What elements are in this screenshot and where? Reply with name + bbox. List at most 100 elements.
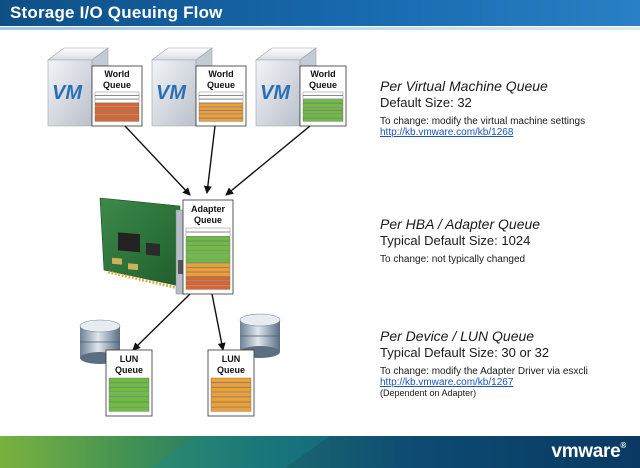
- lun-queue-2: LUN Queue: [207, 349, 255, 417]
- queue-slot: [198, 91, 244, 96]
- queue-slot: [94, 114, 140, 118]
- queue-slot: [302, 118, 344, 122]
- queue-slot: [302, 103, 344, 107]
- queue-slot: [198, 95, 244, 100]
- queue-slot: [108, 406, 150, 412]
- adapter-queue: Adapter Queue: [182, 199, 234, 295]
- vm-label: VM: [52, 82, 83, 104]
- flow-arrow: [211, 293, 226, 351]
- queue-slot: [198, 103, 244, 107]
- queue-slot: [185, 241, 231, 246]
- lun-queue-note: (Dependent on Adapter): [380, 388, 477, 398]
- hba-queue-size: Typical Default Size: 1024: [380, 233, 531, 248]
- queue-slot: [185, 249, 231, 255]
- queue-slot: [108, 397, 150, 402]
- queue-slot: [185, 245, 231, 250]
- flow-arrow: [124, 125, 191, 196]
- lun-queue-label: LUN: [222, 354, 241, 364]
- hba-queue-heading: Per HBA / Adapter Queue: [380, 216, 541, 232]
- hba-queue-change: To change: not typically changed: [380, 254, 526, 265]
- vmware-logo: vmware®: [551, 441, 626, 462]
- queue-slot: [185, 236, 231, 241]
- lun-queue-label: Queue: [217, 365, 245, 375]
- world-queue-label: Queue: [207, 80, 235, 90]
- flow-arrow: [132, 293, 191, 351]
- queue-slot: [185, 267, 231, 272]
- world-queue-label: Queue: [309, 80, 337, 90]
- vm-queue-info: Per Virtual Machine Queue Default Size: …: [380, 78, 585, 138]
- disk-stack-2-icon: [239, 313, 281, 358]
- queue-slot: [94, 103, 140, 107]
- world-queue-label: Queue: [103, 80, 131, 90]
- queue-slot: [108, 387, 150, 393]
- lun-queue-label: LUN: [120, 354, 139, 364]
- vm-queue-change: To change: modify the virtual machine se…: [380, 116, 586, 127]
- queue-slot: [198, 110, 244, 115]
- lun-queue-label: Queue: [115, 365, 143, 375]
- queue-slot: [185, 254, 231, 259]
- queue-slot: [302, 99, 344, 103]
- queue-slot: [108, 382, 150, 388]
- page-title: Storage I/O Queuing Flow: [10, 3, 223, 22]
- queue-slot: [108, 392, 150, 398]
- queue-slot: [198, 106, 244, 111]
- queue-slot: [185, 227, 231, 233]
- adapter-queue-label: Queue: [194, 215, 222, 225]
- lun-queue-info: Per Device / LUN Queue Typical Default S…: [380, 328, 588, 398]
- queue-slot: [185, 280, 231, 286]
- queue-slot: [94, 106, 140, 111]
- lun-queue-change: To change: modify the Adapter Driver via…: [380, 366, 588, 377]
- vm-label: VM: [260, 82, 291, 104]
- footer-bar: vmware®: [0, 436, 640, 468]
- lun-queue-heading: Per Device / LUN Queue: [380, 328, 535, 344]
- queue-slot: [210, 387, 252, 393]
- hba-queue-info: Per HBA / Adapter Queue Typical Default …: [380, 216, 540, 265]
- hba-card-icon: [99, 197, 187, 295]
- queue-slot: [198, 118, 244, 122]
- queue-slot: [185, 276, 231, 281]
- world-queue-2: World Queue: [195, 65, 247, 127]
- queue-slot: [94, 95, 140, 100]
- queue-slot: [302, 106, 344, 111]
- queue-slot: [94, 91, 140, 96]
- queue-slot: [210, 397, 252, 402]
- lun-queue-kb-link[interactable]: http://kb.vmware.com/kb/1267: [380, 377, 514, 388]
- queue-slot: [198, 99, 244, 103]
- queue-slot: [210, 406, 252, 412]
- world-queue-label: World: [310, 69, 335, 79]
- queue-slot: [198, 114, 244, 118]
- queue-slot: [108, 377, 150, 383]
- world-queue-label: World: [208, 69, 233, 79]
- header-divider: [0, 27, 640, 30]
- queue-flow-diagram: VM World Queue VM World Queue VM World Q…: [47, 47, 347, 417]
- queue-slot: [94, 118, 140, 122]
- queue-slot: [210, 377, 252, 383]
- queue-slot: [210, 382, 252, 388]
- vm-queue-size: Default Size: 32: [380, 95, 472, 110]
- queue-slot: [108, 402, 150, 407]
- queue-slot: [185, 263, 231, 268]
- queue-slot: [210, 392, 252, 398]
- queue-slot: [185, 272, 231, 277]
- lun-queue-size: Typical Default Size: 30 or 32: [380, 345, 550, 360]
- queue-slot: [302, 114, 344, 118]
- vm-label: VM: [156, 82, 187, 104]
- queue-slot: [302, 95, 344, 100]
- flow-arrow: [225, 125, 311, 196]
- vm-queue-kb-link[interactable]: http://kb.vmware.com/kb/1268: [380, 127, 514, 138]
- header-bar: Storage I/O Queuing Flow: [0, 0, 640, 26]
- vm-queue-heading: Per Virtual Machine Queue: [380, 78, 548, 94]
- queue-slot: [185, 285, 231, 290]
- queue-slot: [185, 258, 231, 264]
- queue-slot: [302, 110, 344, 115]
- queue-slot: [94, 99, 140, 103]
- queue-slot: [302, 91, 344, 96]
- queue-slot: [210, 402, 252, 407]
- world-queue-label: World: [104, 69, 129, 79]
- flow-arrow: [203, 125, 216, 194]
- lun-queue-1: LUN Queue: [105, 349, 153, 417]
- adapter-queue-label: Adapter: [191, 204, 226, 214]
- queue-slot: [185, 232, 231, 237]
- world-queue-1: World Queue: [91, 65, 143, 127]
- world-queue-3: World Queue: [299, 65, 347, 127]
